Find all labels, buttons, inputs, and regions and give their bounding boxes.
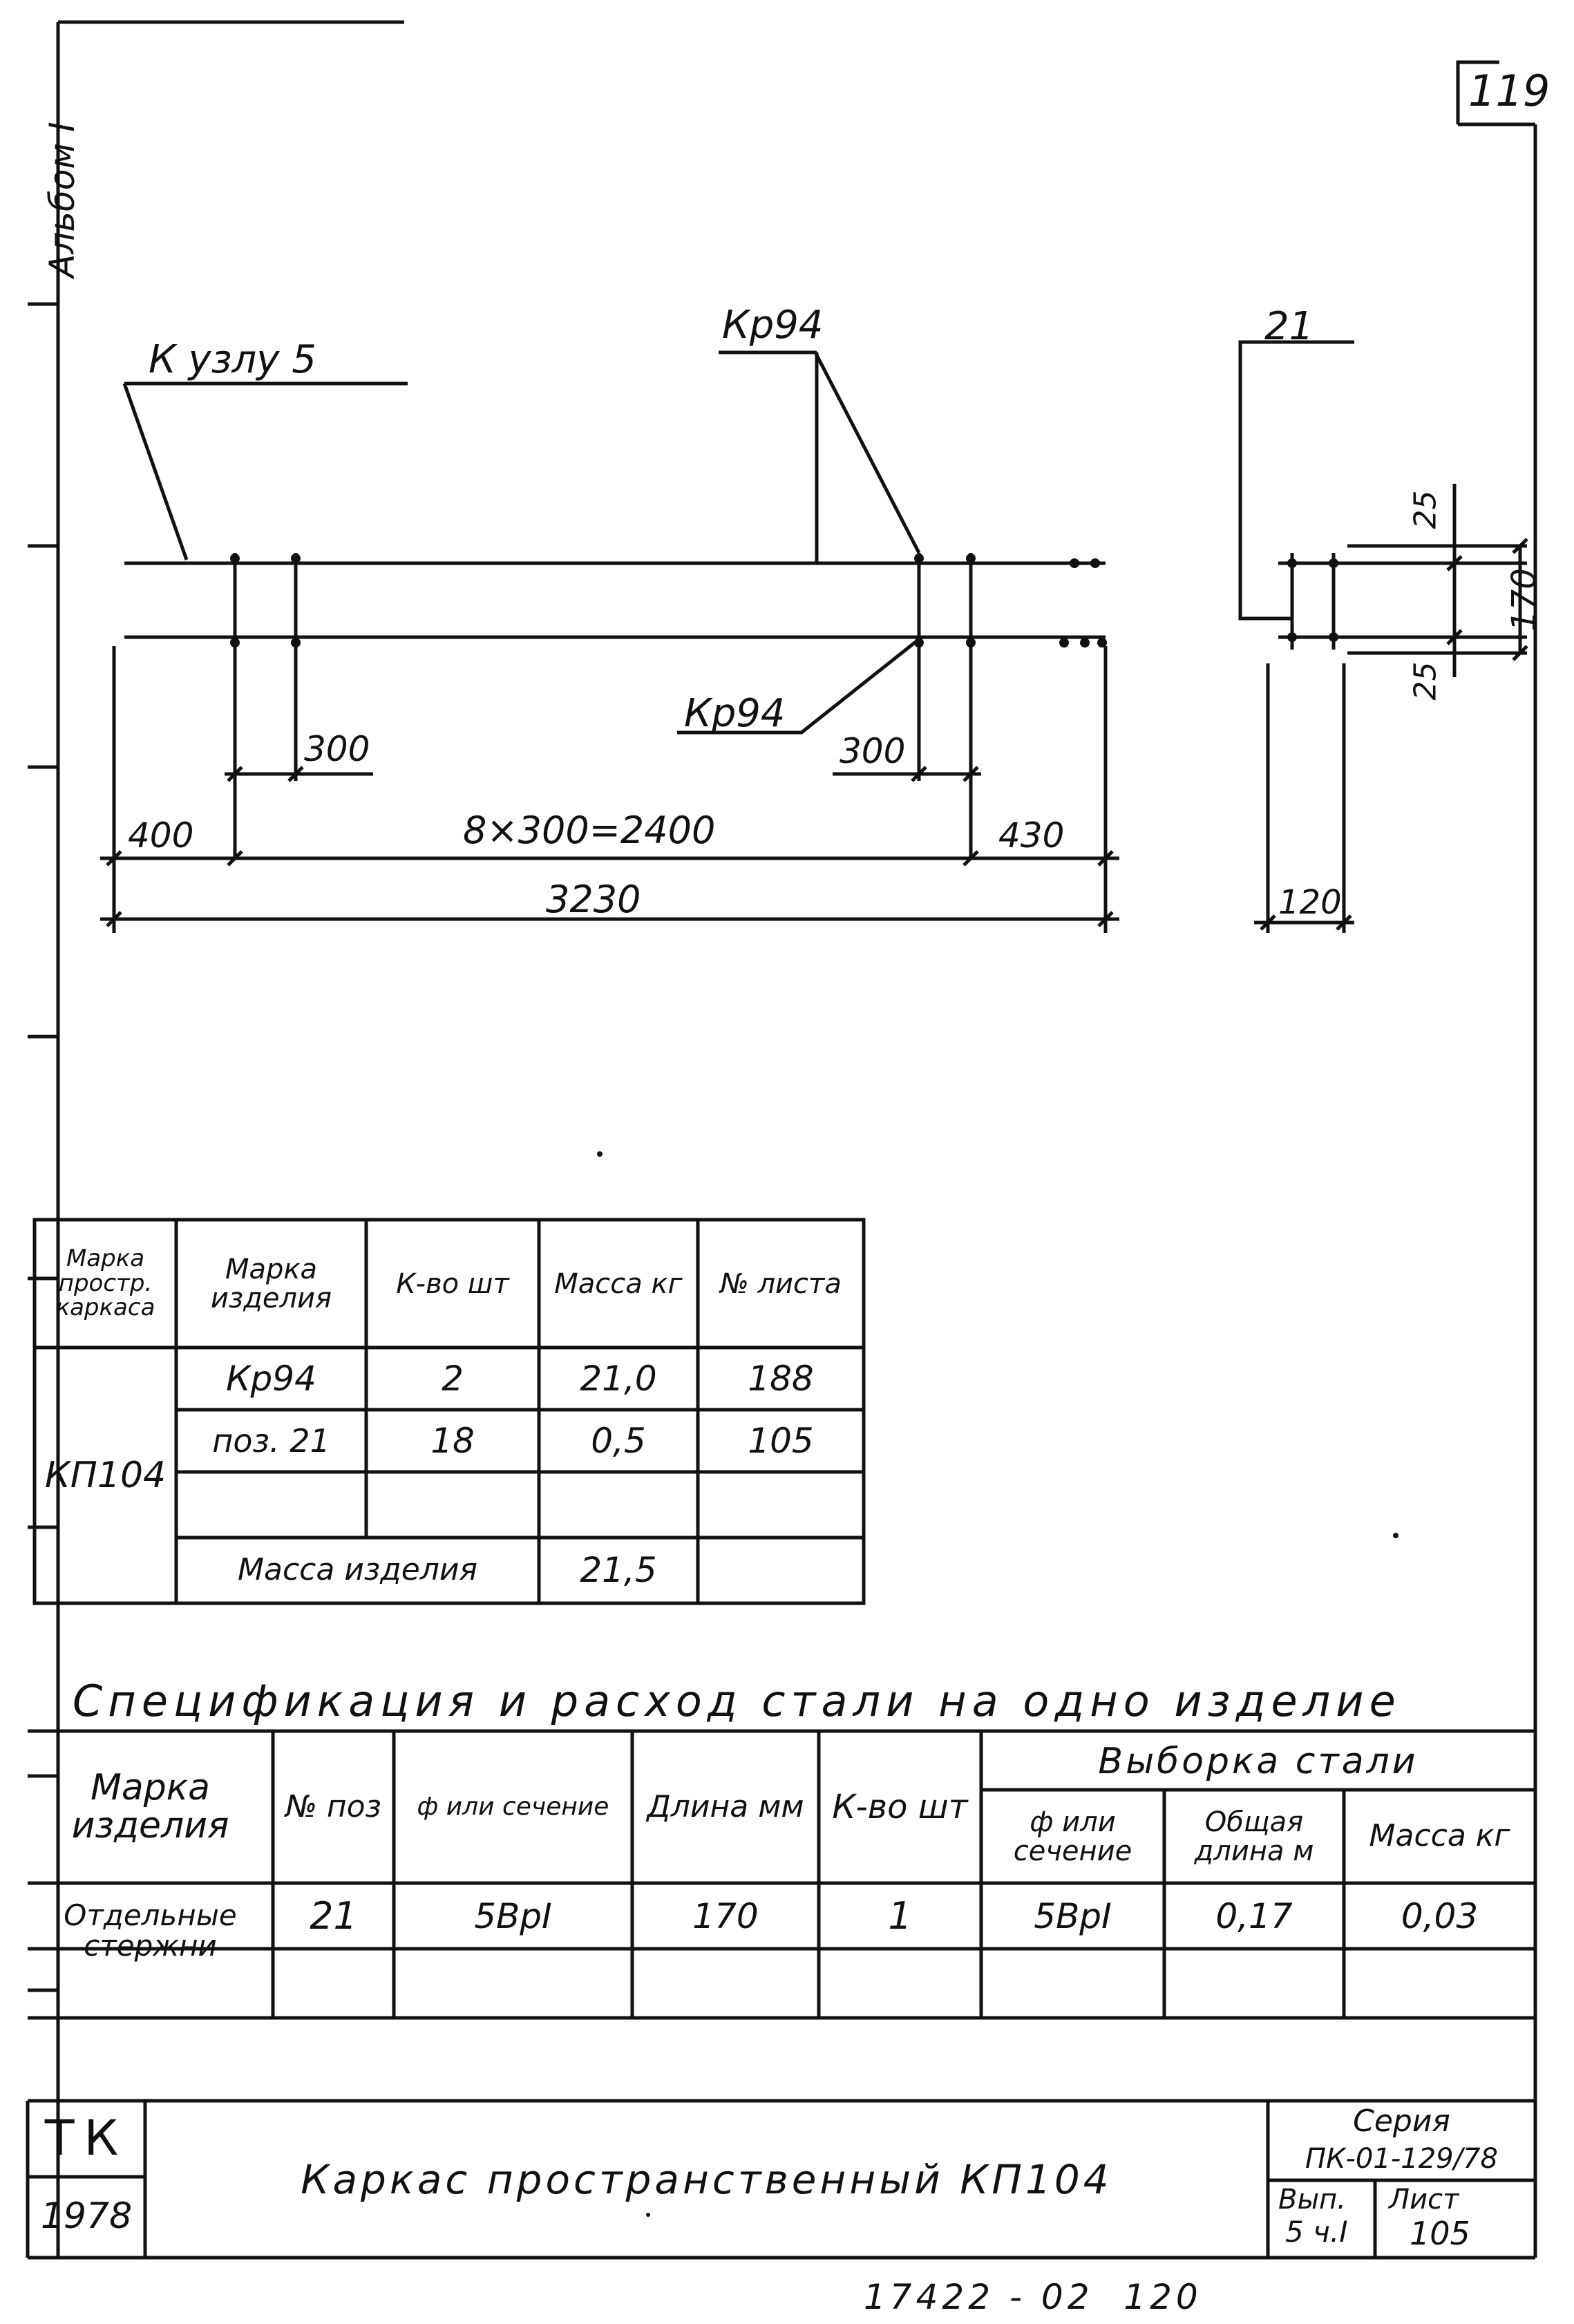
frame-drawing — [100, 340, 1528, 933]
spec-row-mark: Отдельные стержни — [64, 1898, 237, 1963]
composition-table-grid — [32, 1218, 866, 1605]
issue-label: Вып. — [1278, 2184, 1346, 2216]
spec-row-sample-section: 5ВрI — [1034, 1896, 1112, 1936]
comp-row2-qty: 18 — [430, 1420, 475, 1461]
issue-value: 5 ч.I — [1285, 2215, 1348, 2249]
drawing-title: Каркас пространственный КП104 — [301, 2155, 1112, 2203]
comp-row1-sheet: 188 — [748, 1358, 814, 1399]
dim-120: 120 — [1278, 883, 1342, 922]
spec-row-pos: 21 — [310, 1893, 357, 1938]
org-mark: ТК — [44, 2110, 129, 2167]
comp-total-value: 21,5 — [580, 1549, 657, 1590]
comp-row1-qty: 2 — [442, 1358, 464, 1399]
kr94-top-label: Кр94 — [722, 303, 824, 348]
dim-3230: 3230 — [546, 878, 641, 921]
dim-430: 430 — [998, 815, 1065, 856]
dim-8x300: 8×300=2400 — [463, 809, 716, 852]
spec-header-sample-section: ф или сечение — [1013, 1806, 1132, 1867]
comp-frame-mark: КП104 — [44, 1454, 167, 1496]
position-21-label: 21 — [1264, 304, 1314, 349]
ref-node-label: К узлу 5 — [149, 337, 316, 382]
comp-row2-mass: 0,5 — [591, 1420, 646, 1461]
dim-300-right: 300 — [840, 731, 906, 771]
spec-header-qty: К-во шт — [832, 1787, 968, 1826]
spec-row-length: 170 — [692, 1896, 759, 1936]
kr94-bottom-label: Кр94 — [684, 691, 786, 736]
year-label: 1978 — [40, 2195, 133, 2238]
dim-300-left: 300 — [304, 729, 370, 769]
comp-row1-mass: 21,0 — [580, 1358, 657, 1399]
spec-header-length: Длина мм — [647, 1788, 804, 1824]
spec-row-qty: 1 — [888, 1893, 912, 1938]
series-value: ПК-01-129/78 — [1305, 2143, 1498, 2175]
spec-row-sample-mass: 0,03 — [1401, 1896, 1479, 1936]
series-label: Серия — [1353, 2103, 1450, 2139]
comp-total-label: Масса изделия — [238, 1551, 477, 1587]
comp-row1-item: Кр94 — [226, 1358, 316, 1399]
sheet-label: Лист — [1389, 2184, 1459, 2216]
spec-row-section: 5ВрI — [474, 1896, 552, 1936]
spec-header-mark: Марка изделия — [71, 1767, 229, 1846]
comp-header-item-mark: Марка изделия — [210, 1253, 332, 1314]
spec-header-sample-mass: Масса кг — [1369, 1818, 1510, 1854]
comp-header-mass: Масса кг — [554, 1267, 683, 1300]
comp-row2-item: поз. 21 — [212, 1421, 330, 1459]
spec-header-sample: Выборка стали — [1098, 1740, 1419, 1782]
sheet-value: 105 — [1410, 2215, 1470, 2252]
comp-header-sheet: № листа — [720, 1267, 842, 1300]
dim-400: 400 — [128, 815, 194, 856]
footer-note: 17422 - 02 120 — [864, 2277, 1202, 2317]
spec-header-pos: № поз — [285, 1788, 381, 1824]
spec-header-sample-length: Общая длина м — [1194, 1806, 1314, 1867]
spec-header-section: ф или сечение — [417, 1793, 609, 1822]
comp-row2-sheet: 105 — [748, 1420, 814, 1461]
comp-header-qty: К-во шт — [396, 1267, 509, 1300]
spec-row-sample-length: 0,17 — [1215, 1896, 1293, 1936]
spec-title: Спецификация и расход стали на одно изде… — [73, 1676, 1401, 1726]
comp-header-frame-mark: Марка простр. каркаса — [55, 1244, 155, 1322]
